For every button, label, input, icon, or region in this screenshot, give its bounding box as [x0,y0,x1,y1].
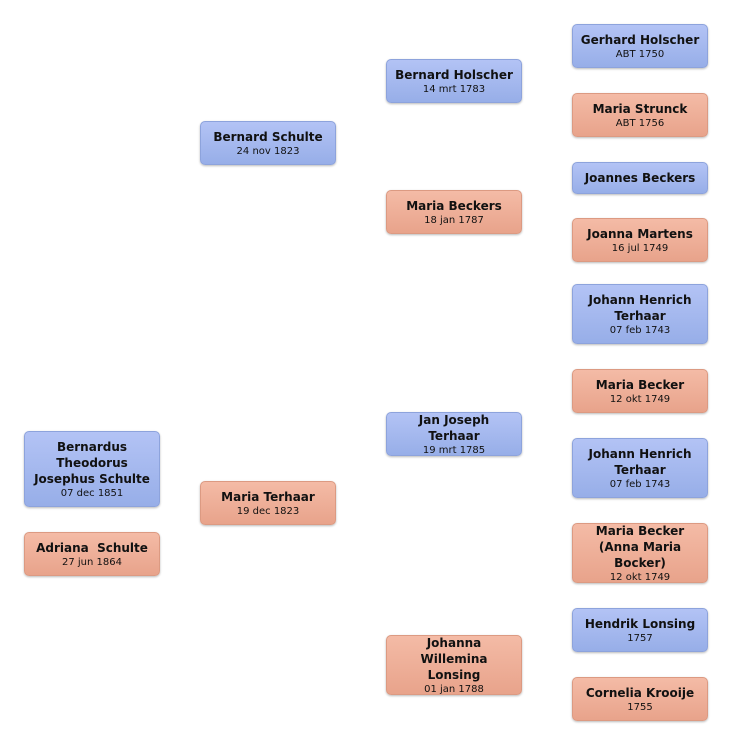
person-name: Maria Becker (Anna Maria Bocker) [595,523,685,570]
person-card-cornelia-krooije[interactable]: Cornelia Krooije 1755 [572,677,708,721]
person-date: 24 nov 1823 [236,145,300,157]
person-date: 12 okt 1749 [609,393,671,405]
person-card-maria-terhaar[interactable]: Maria Terhaar 19 dec 1823 [200,481,336,525]
person-name: Joanna Martens [587,226,693,241]
person-card-bernardus-theodorus-josephus-schulte[interactable]: Bernardus Theodorus Josephus Schulte 07 … [24,431,160,507]
person-card-joannes-beckers[interactable]: Joannes Beckers [572,162,708,194]
person-date: 07 feb 1743 [609,324,671,336]
person-name: Johann Henrich Terhaar [588,292,692,323]
person-date: 1755 [627,701,653,713]
person-card-hendrik-lonsing[interactable]: Hendrik Lonsing 1757 [572,608,708,652]
person-name: Maria Beckers [406,198,502,213]
person-name: Jan Joseph Terhaar [418,412,490,443]
person-card-joanna-martens[interactable]: Joanna Martens 16 jul 1749 [572,218,708,262]
person-name: Maria Becker [595,377,685,392]
person-date: 12 okt 1749 [609,571,671,583]
person-card-maria-becker[interactable]: Maria Becker 12 okt 1749 [572,369,708,413]
person-name: Bernardus Theodorus Josephus Schulte [34,439,150,486]
person-name: Cornelia Krooije [585,685,695,700]
person-name: Johann Henrich Terhaar [588,446,692,477]
person-date: 19 dec 1823 [236,505,300,517]
person-date: 07 feb 1743 [609,478,671,490]
person-name: Johanna Willemina Lonsing [420,635,488,682]
person-date: 1757 [627,632,653,644]
person-name: Maria Terhaar [221,489,315,504]
person-name: Gerhard Holscher [580,32,700,47]
person-card-maria-beckers[interactable]: Maria Beckers 18 jan 1787 [386,190,522,234]
person-date: 14 mrt 1783 [422,83,486,95]
person-card-gerhard-holscher[interactable]: Gerhard Holscher ABT 1750 [572,24,708,68]
person-name: Bernard Holscher [395,67,513,82]
person-date: 19 mrt 1785 [422,444,486,456]
person-name: Hendrik Lonsing [584,616,696,631]
person-date: ABT 1750 [615,48,665,60]
person-card-johann-henrich-terhaar[interactable]: Johann Henrich Terhaar 07 feb 1743 [572,284,708,344]
person-date: 07 dec 1851 [60,487,124,499]
person-card-johanna-willemina-lonsing[interactable]: Johanna Willemina Lonsing 01 jan 1788 [386,635,522,695]
person-card-adriana-schulte[interactable]: Adriana Schulte 27 jun 1864 [24,532,160,576]
person-card-jan-joseph-terhaar[interactable]: Jan Joseph Terhaar 19 mrt 1785 [386,412,522,456]
person-date: 01 jan 1788 [424,683,484,695]
person-card-maria-becker-anna-maria-bocker[interactable]: Maria Becker (Anna Maria Bocker) 12 okt … [572,523,708,583]
person-card-bernard-holscher[interactable]: Bernard Holscher 14 mrt 1783 [386,59,522,103]
person-date: ABT 1756 [615,117,665,129]
person-card-johann-henrich-terhaar-2[interactable]: Johann Henrich Terhaar 07 feb 1743 [572,438,708,498]
person-name: Bernard Schulte [213,129,323,144]
person-card-bernard-schulte[interactable]: Bernard Schulte 24 nov 1823 [200,121,336,165]
person-name: Adriana Schulte [36,540,148,555]
person-name: Joannes Beckers [584,171,696,185]
person-date: 16 jul 1749 [611,242,669,254]
person-date: 27 jun 1864 [62,556,122,568]
person-date: 18 jan 1787 [424,214,484,226]
person-card-maria-strunck[interactable]: Maria Strunck ABT 1756 [572,93,708,137]
person-name: Maria Strunck [592,101,688,116]
